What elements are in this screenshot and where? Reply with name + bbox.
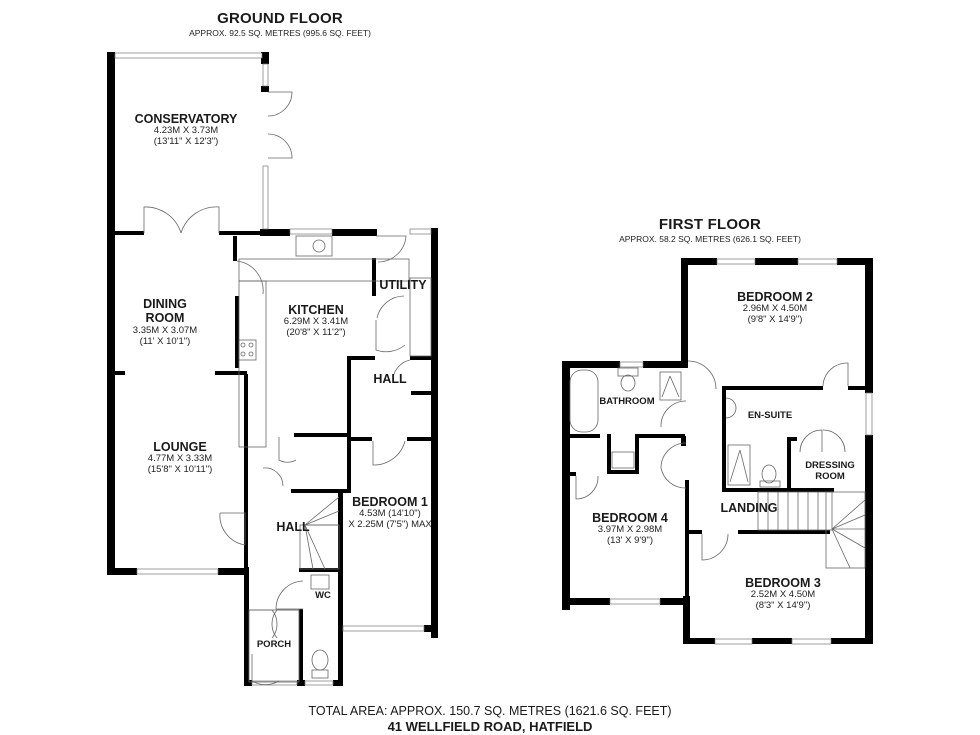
room-bedroom-1: BEDROOM 1 4.53M (14'10") X 2.25M (7'5") … [340,495,440,531]
room-dimensions-imperial: (13'11" X 12'3") [153,136,219,148]
first-floor-title: FIRST FLOOR [658,216,762,233]
room-name-line1: DRESSING [805,460,855,471]
room-dimensions-metric: 2.52M X 4.50M [750,589,816,601]
room-bedroom-4: BEDROOM 4 3.97M X 2.98M (13' X 9'9") [580,511,680,547]
room-dimensions-metric: 3.97M X 2.98M [597,524,663,536]
room-dimensions-imperial: (20'8" X 11'2") [286,327,346,339]
room-utility: UTILITY [373,278,433,292]
room-dimensions-imperial: (8'3" X 14'9") [755,600,811,612]
room-name-line2: ROOM [145,311,185,326]
room-wc: WC [308,590,338,602]
room-en-suite: EN-SUITE [740,410,800,422]
room-name: HALL [276,520,310,534]
room-lounge: LOUNGE 4.77M X 3.33M (15'8" X 10'11") [110,440,250,476]
room-dimensions-imperial: (15'8" X 10'11") [147,464,213,476]
room-name: LOUNGE [153,440,207,454]
ground-floor-title: GROUND FLOOR [217,10,343,27]
ground-floor-area: APPROX. 92.5 SQ. METRES (995.6 SQ. FEET) [189,28,371,38]
room-name: KITCHEN [288,303,344,317]
room-name: BEDROOM 2 [737,290,813,304]
ground-floor-doors-fixtures [143,91,432,685]
room-name: WC [315,590,331,601]
room-name: BEDROOM 1 [352,495,428,509]
room-dimensions-metric: 4.23M X 3.73M [153,125,219,137]
room-dimensions-line2: X 2.25M (7'5") MAX [348,519,432,531]
first-floor-doors-fixtures [569,360,866,569]
room-conservatory: CONSERVATORY 4.23M X 3.73M (13'11" X 12'… [120,112,252,148]
room-dining-room: DINING ROOM 3.35M X 3.07M (11' X 10'1") [100,297,230,348]
first-floor-plan [562,258,873,644]
room-name: BEDROOM 3 [745,576,821,590]
room-bedroom-3: BEDROOM 3 2.52M X 4.50M (8'3" X 14'9") [728,576,838,612]
room-name: BEDROOM 4 [592,511,668,525]
room-bedroom-2: BEDROOM 2 2.96M X 4.50M (9'8" X 14'9") [720,290,830,326]
room-dimensions-metric: 2.96M X 4.50M [742,303,808,315]
room-dimensions-imperial: (11' X 10'1") [139,335,191,347]
room-hall-front: HALL [270,520,316,534]
room-dimensions-imperial: (9'8" X 14'9") [747,314,803,326]
room-kitchen: KITCHEN 6.29M X 3.41M (20'8" X 11'2") [266,303,366,339]
room-bathroom: BATHROOM [592,396,662,408]
room-landing: LANDING [712,501,786,515]
room-dimensions-metric: 6.29M X 3.41M [283,316,349,328]
ground-floor-plan [107,52,438,686]
total-area: TOTAL AREA: APPROX. 150.7 SQ. METRES (16… [308,704,672,718]
room-dimensions-metric: 3.35M X 3.07M [132,324,198,336]
room-name: LANDING [720,501,778,515]
room-name: UTILITY [379,278,427,292]
property-address: 41 WELLFIELD ROAD, HATFIELD [387,719,593,734]
room-porch: PORCH [250,639,298,651]
room-dimensions-line1: 4.53M (14'10") [359,508,421,520]
room-name: EN-SUITE [747,410,793,421]
room-hall-rear: HALL [366,372,414,386]
room-name-line2: ROOM [815,470,845,482]
room-name-line1: DINING [143,297,187,311]
room-name: CONSERVATORY [134,112,238,126]
room-dimensions-imperial: (13' X 9'9") [606,535,654,547]
room-dressing-room: DRESSING ROOM [800,460,860,483]
first-floor-area: APPROX. 58.2 SQ. METRES (626.1 SQ. FEET) [619,234,801,244]
room-name: HALL [373,372,407,386]
first-floor-windows [609,258,873,645]
room-name: PORCH [256,639,292,650]
room-dimensions-metric: 4.77M X 3.33M [147,453,213,465]
room-name: BATHROOM [599,396,655,407]
